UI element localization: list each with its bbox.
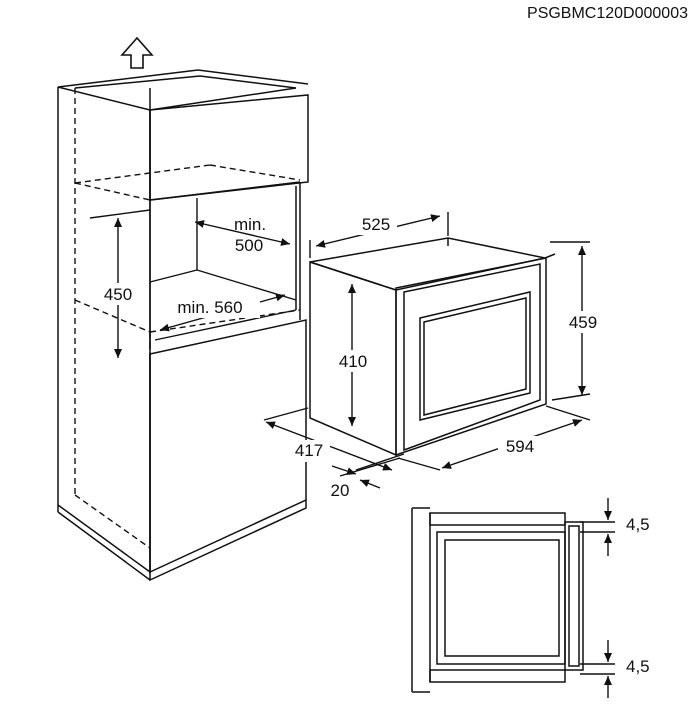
niche-height-bg xyxy=(100,283,140,305)
oven-depth-side-bg xyxy=(288,440,330,462)
oven-inner-height-bg xyxy=(333,350,373,372)
gap-bottom-label: 4,5 xyxy=(626,657,650,676)
min-depth-label-2: 500 xyxy=(235,236,263,255)
front-gap-label: 20 xyxy=(331,481,350,500)
oven-depth-top-label: 525 xyxy=(362,215,390,234)
tall-cabinet xyxy=(57,69,309,582)
oven-unit xyxy=(309,237,556,457)
min-width-label: min. 560 xyxy=(177,298,242,317)
oven-height-label: 459 xyxy=(569,313,597,332)
oven-depth-top-bg xyxy=(355,213,397,235)
document-code: PSGBMC120D000003 xyxy=(527,5,688,22)
up-arrow-icon xyxy=(120,36,154,69)
section-detail xyxy=(411,507,584,693)
min-width-bg xyxy=(162,296,260,318)
oven-height-bg xyxy=(562,311,604,333)
min-depth-label-1: min. xyxy=(234,215,266,234)
niche-interior xyxy=(149,198,297,341)
oven-inner-height-label: 410 xyxy=(339,352,367,371)
oven-width-bg xyxy=(498,436,542,458)
oven-width-label: 594 xyxy=(506,437,534,456)
gap-top-label: 4,5 xyxy=(626,515,650,534)
section-gap-dimensions xyxy=(580,498,615,698)
niche-height-label: 450 xyxy=(104,285,132,304)
oven-depth-side-label: 417 xyxy=(295,441,323,460)
